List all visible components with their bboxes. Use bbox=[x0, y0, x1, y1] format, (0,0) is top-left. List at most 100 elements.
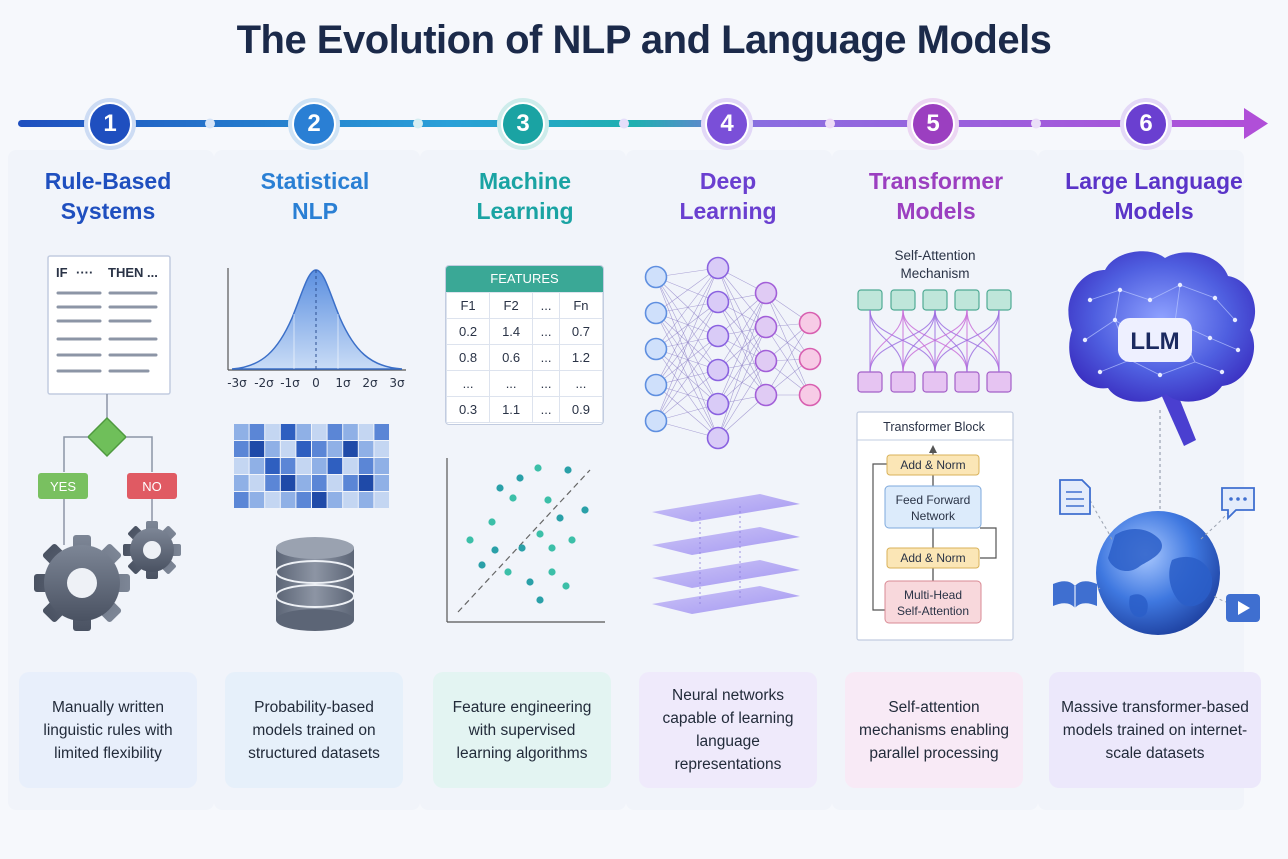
heatmap-cell bbox=[312, 441, 327, 457]
heatmap-cell bbox=[265, 458, 280, 474]
heatmap-cell bbox=[280, 492, 296, 508]
attention-output bbox=[922, 371, 948, 393]
nn-edge bbox=[765, 292, 811, 396]
table-row: 0.2 1.4 ... 0.7 bbox=[446, 318, 603, 345]
heatmap-cell bbox=[327, 441, 343, 457]
scatter-point bbox=[518, 544, 526, 552]
scatter-point bbox=[568, 536, 576, 544]
nn-edge bbox=[655, 267, 719, 314]
nn-edge bbox=[655, 276, 719, 405]
stage-node-1: 1 bbox=[84, 98, 136, 150]
sigma-tick: -1σ bbox=[280, 376, 300, 390]
heatmap-cell bbox=[312, 424, 327, 440]
svg-text:Feed Forward: Feed Forward bbox=[896, 493, 971, 507]
nn-edge bbox=[717, 360, 767, 439]
nn-neuron bbox=[644, 265, 668, 289]
nn-neuron bbox=[644, 301, 668, 325]
attention-arc bbox=[902, 309, 936, 373]
nn-edge bbox=[765, 292, 811, 360]
table-cell: 1.4 bbox=[489, 318, 534, 345]
heatmap-cell bbox=[265, 475, 280, 491]
nn-neuron bbox=[754, 349, 778, 373]
rule-then-label: THEN ... bbox=[108, 265, 158, 280]
stage-description-3: Feature engineering with supervised lear… bbox=[433, 672, 611, 788]
add-norm-top bbox=[886, 454, 980, 476]
stage-description-1: Manually written linguistic rules with l… bbox=[19, 672, 197, 788]
sigma-tick: 1σ bbox=[335, 376, 351, 390]
nn-edge bbox=[655, 267, 719, 350]
scatter-point bbox=[516, 474, 524, 482]
stage-description-4: Neural networks capable of learning lang… bbox=[639, 672, 817, 788]
heatmap-cell bbox=[234, 441, 249, 457]
stage-number: 2 bbox=[294, 104, 334, 144]
stage-description-6: Massive transformer-based models trained… bbox=[1049, 672, 1261, 788]
attention-arc bbox=[869, 309, 936, 373]
table-cell: ... bbox=[558, 370, 603, 397]
attention-output bbox=[857, 371, 883, 393]
timeline-dot bbox=[205, 118, 215, 129]
attention-label-2: Mechanism bbox=[900, 266, 969, 281]
scatter-point bbox=[564, 466, 572, 474]
scatter-point bbox=[488, 518, 496, 526]
heatmap-cell bbox=[327, 424, 343, 440]
table-cell: 0.6 bbox=[489, 344, 534, 371]
heatmap-cell bbox=[358, 458, 374, 474]
stage-node-4: 4 bbox=[701, 98, 753, 150]
heatmap-cell bbox=[374, 475, 389, 491]
sigma-tick: 3σ bbox=[389, 376, 405, 390]
svg-text:Self-Attention: Self-Attention bbox=[897, 604, 969, 618]
heatmap-cell bbox=[374, 458, 389, 474]
attention-output bbox=[954, 371, 980, 393]
table-cell: 0.9 bbox=[558, 396, 603, 423]
stage-description-5: Self-attention mechanisms enabling paral… bbox=[845, 672, 1023, 788]
scatter-point bbox=[466, 536, 474, 544]
scatter-plot-icon bbox=[446, 458, 605, 623]
scatter-point bbox=[536, 530, 544, 538]
no-label: NO bbox=[142, 479, 162, 494]
features-header: FEATURES bbox=[446, 266, 603, 292]
gears-icon bbox=[34, 521, 181, 631]
nn-edge bbox=[765, 322, 811, 396]
timeline-dot bbox=[619, 118, 629, 129]
rule-dots-label: ···· bbox=[76, 265, 93, 280]
attention-arc bbox=[934, 309, 968, 373]
self-attention-icon: Self-Attention Mechanism bbox=[857, 248, 1012, 393]
nn-edge bbox=[717, 292, 767, 439]
stage-description-2: Probability-based models trained on stru… bbox=[225, 672, 403, 788]
nn-edge bbox=[655, 312, 719, 405]
nn-edge bbox=[655, 312, 719, 439]
attention-arc bbox=[902, 309, 968, 373]
table-row: ... ... ... ... bbox=[446, 370, 603, 397]
no-box bbox=[127, 473, 177, 499]
multi-head-attention-box bbox=[884, 580, 982, 624]
heatmap-cell bbox=[312, 475, 327, 491]
heatmap-cell bbox=[343, 441, 358, 457]
nn-neuron bbox=[706, 290, 730, 314]
heatmap-cell bbox=[358, 475, 374, 491]
nn-neuron bbox=[754, 315, 778, 339]
heatmap-cell bbox=[358, 492, 374, 508]
stage-node-3: 3 bbox=[497, 98, 549, 150]
svg-text:Multi-Head: Multi-Head bbox=[904, 588, 962, 602]
heatmap-cell bbox=[249, 441, 265, 457]
rule-document-icon: IF ···· THEN ... bbox=[47, 255, 171, 395]
heatmap-cell bbox=[343, 458, 358, 474]
scatter-point bbox=[504, 568, 512, 576]
attention-token bbox=[922, 289, 948, 311]
heatmap-cell bbox=[358, 424, 374, 440]
table-cell: ... bbox=[446, 370, 491, 397]
attention-arc bbox=[934, 309, 1000, 373]
table-cell: 1.2 bbox=[558, 344, 603, 371]
timeline-arrow-icon bbox=[1244, 108, 1268, 139]
scatter-point bbox=[581, 506, 589, 514]
chat-bubble-icon bbox=[1221, 487, 1255, 521]
table-cell: 0.2 bbox=[446, 318, 491, 345]
scatter-point bbox=[548, 544, 556, 552]
nn-neuron bbox=[644, 409, 668, 433]
attention-output bbox=[890, 371, 916, 393]
nn-neuron bbox=[706, 392, 730, 416]
yes-box bbox=[38, 473, 88, 499]
